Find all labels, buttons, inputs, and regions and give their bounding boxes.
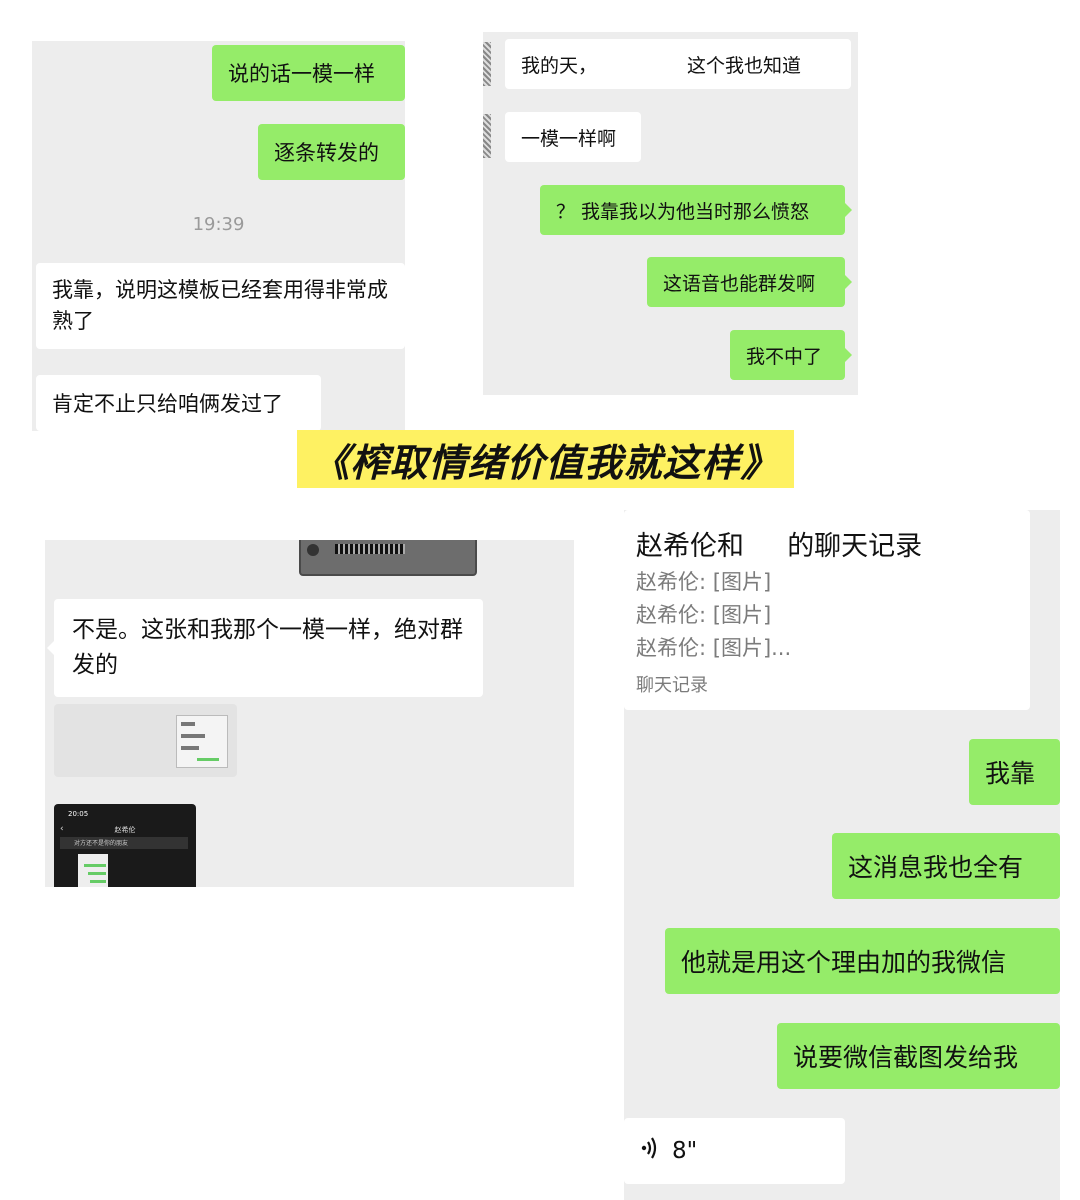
message-text: 一模一样啊: [521, 127, 617, 150]
message-bubble[interactable]: 这语音也能群发啊: [647, 257, 852, 307]
phone-back-icon: ‹: [60, 824, 64, 834]
message-bubble[interactable]: 我的天， 这个我也知道: [505, 39, 851, 89]
message-bubble[interactable]: 我靠，说明这模板已经套用得非常成熟了: [36, 263, 405, 349]
message-text: 他就是用这个理由加的我微信: [681, 948, 1007, 977]
image-message[interactable]: [299, 540, 477, 576]
message-text: 肯定不止只给咱俩发过了: [52, 392, 283, 416]
screenshot-thumbnail: [176, 715, 228, 768]
record-line: 赵希伦: [图片]...: [636, 636, 792, 660]
caption-text: 《榨取情绪价值我就这样》: [311, 440, 780, 485]
message-text: 逐条转发的: [274, 141, 379, 165]
chat-panel-a: 说的话一模一样 逐条转发的 19:39 我靠，说明这模板已经套用得非常成熟了 肯…: [32, 41, 405, 431]
phone-chat-bg: [78, 854, 108, 887]
message-text: 说要微信截图发给我: [793, 1043, 1019, 1072]
message-text: 我不中了: [746, 345, 823, 368]
chat-panel-b: 我的天， 这个我也知道 一模一样啊 ？ 我靠我以为他当时那么愤怒 这语音也能群发…: [483, 32, 858, 395]
record-footer: 聊天记录: [636, 675, 708, 696]
message-bubble[interactable]: 这消息我也全有: [832, 833, 1060, 899]
message-bubble[interactable]: 我靠: [969, 739, 1060, 805]
message-text: ？ 我靠我以为他当时那么愤怒: [556, 200, 810, 223]
message-bubble[interactable]: 说的话一模一样: [212, 45, 405, 101]
image-message[interactable]: [54, 704, 237, 777]
message-bubble[interactable]: 一模一样啊: [505, 112, 641, 162]
redacted-text: [597, 53, 688, 75]
phone-time: 20:05: [68, 810, 89, 818]
image-message[interactable]: 20:05 ‹ 赵希伦 对方还不是你的朋友: [54, 804, 196, 887]
message-bubble[interactable]: 不是。这张和我那个一模一样，绝对群发的: [47, 599, 483, 697]
message-text: 不是。这张和我那个一模一样，绝对群发的: [72, 617, 463, 678]
chat-panel-d: 赵希伦和 的聊天记录 赵希伦: [图片] 赵希伦: [图片] 赵希伦: [图片]…: [624, 510, 1060, 1200]
message-bubble[interactable]: 说要微信截图发给我: [777, 1023, 1060, 1089]
image-detail: [335, 544, 405, 554]
chat-record-card[interactable]: 赵希伦和 的聊天记录 赵希伦: [图片] 赵希伦: [图片] 赵希伦: [图片]…: [624, 510, 1030, 710]
voice-duration: 8": [672, 1138, 698, 1164]
user-icon: [307, 544, 319, 556]
message-text: 这语音也能群发啊: [663, 272, 816, 295]
message-text-start: 我的天，: [521, 54, 598, 77]
message-text: 这消息我也全有: [848, 853, 1024, 882]
phone-notice: 对方还不是你的朋友: [60, 837, 188, 849]
avatar[interactable]: [483, 42, 491, 86]
message-text: 我靠: [985, 759, 1036, 788]
record-title: 赵希伦和 的聊天记录: [636, 531, 923, 562]
timestamp: 19:39: [192, 214, 245, 235]
message-text-end: 这个我也知道: [687, 54, 802, 77]
voice-message[interactable]: 8": [624, 1118, 845, 1184]
message-text: 我靠，说明这模板已经套用得非常成熟了: [52, 278, 388, 333]
message-text: 说的话一模一样: [228, 62, 375, 86]
caption-banner: 《榨取情绪价值我就这样》: [297, 430, 794, 488]
message-bubble[interactable]: 他就是用这个理由加的我微信: [665, 928, 1060, 994]
message-bubble[interactable]: 逐条转发的: [258, 124, 405, 180]
message-bubble[interactable]: 我不中了: [730, 330, 852, 380]
voice-wave-icon: [640, 1136, 662, 1166]
record-line: 赵希伦: [图片]: [636, 570, 772, 594]
message-bubble[interactable]: 肯定不止只给咱俩发过了: [36, 375, 321, 431]
redacted-text: [752, 534, 779, 561]
phone-chat-title: 赵希伦: [114, 826, 136, 834]
avatar[interactable]: [483, 114, 491, 158]
phone-notice-text: 对方还不是你的朋友: [74, 840, 129, 847]
message-bubble[interactable]: ？ 我靠我以为他当时那么愤怒: [540, 185, 852, 235]
chat-panel-c: 不是。这张和我那个一模一样，绝对群发的 20:05 ‹ 赵希伦 对方还不是你的朋…: [45, 540, 574, 887]
record-line: 赵希伦: [图片]: [636, 603, 772, 627]
